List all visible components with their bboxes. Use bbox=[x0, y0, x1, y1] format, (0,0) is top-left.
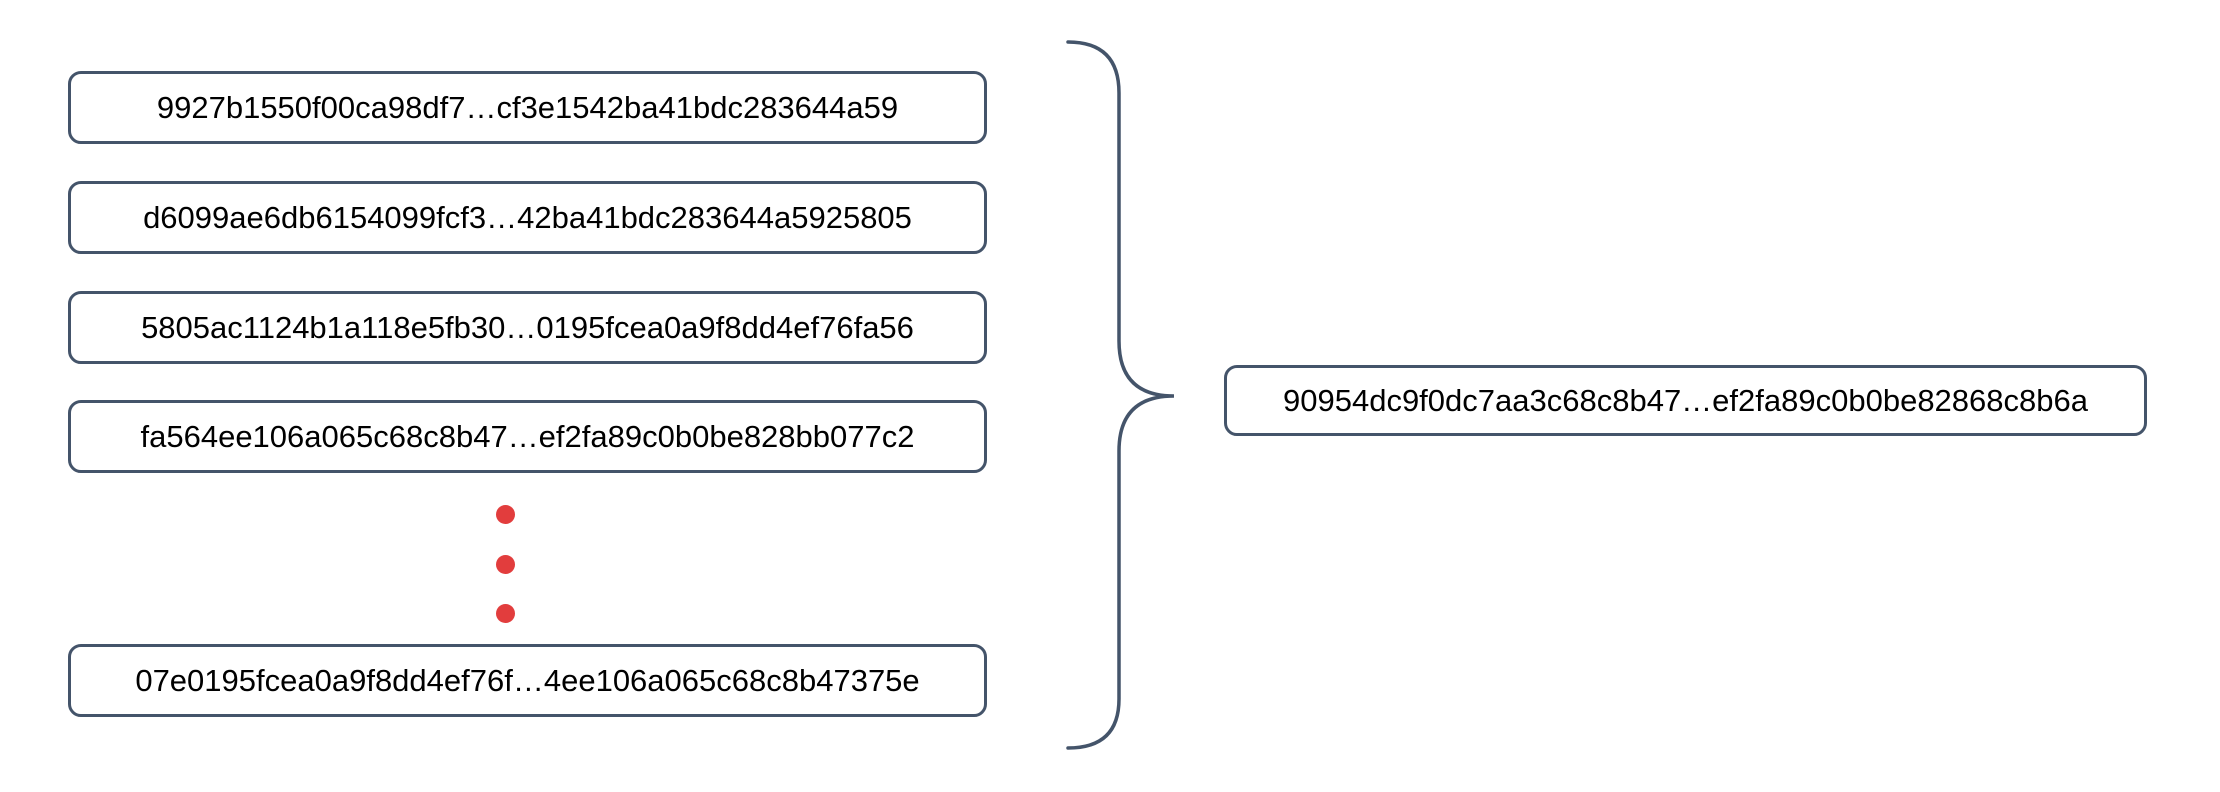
hash-box-result: 90954dc9f0dc7aa3c68c8b47…ef2fa89c0b0be82… bbox=[1224, 365, 2147, 436]
ellipsis-dot bbox=[496, 554, 515, 574]
hash-box-input-1: 9927b1550f00ca98df7…cf3e1542ba41bdc28364… bbox=[68, 71, 987, 144]
ellipsis-dot bbox=[496, 505, 515, 524]
hash-box-input-last: 07e0195fcea0a9f8dd4ef76f…4ee106a065c68c8… bbox=[68, 644, 987, 717]
hash-box-input-2: d6099ae6db6154099fcf3…42ba41bdc283644a59… bbox=[68, 181, 987, 254]
hash-box-input-4: fa564ee106a065c68c8b47…ef2fa89c0b0be828b… bbox=[68, 400, 987, 473]
vertical-ellipsis-dots bbox=[496, 505, 515, 623]
hash-box-input-3: 5805ac1124b1a118e5fb30…0195fcea0a9f8dd4e… bbox=[68, 291, 987, 364]
ellipsis-dot bbox=[496, 604, 515, 623]
